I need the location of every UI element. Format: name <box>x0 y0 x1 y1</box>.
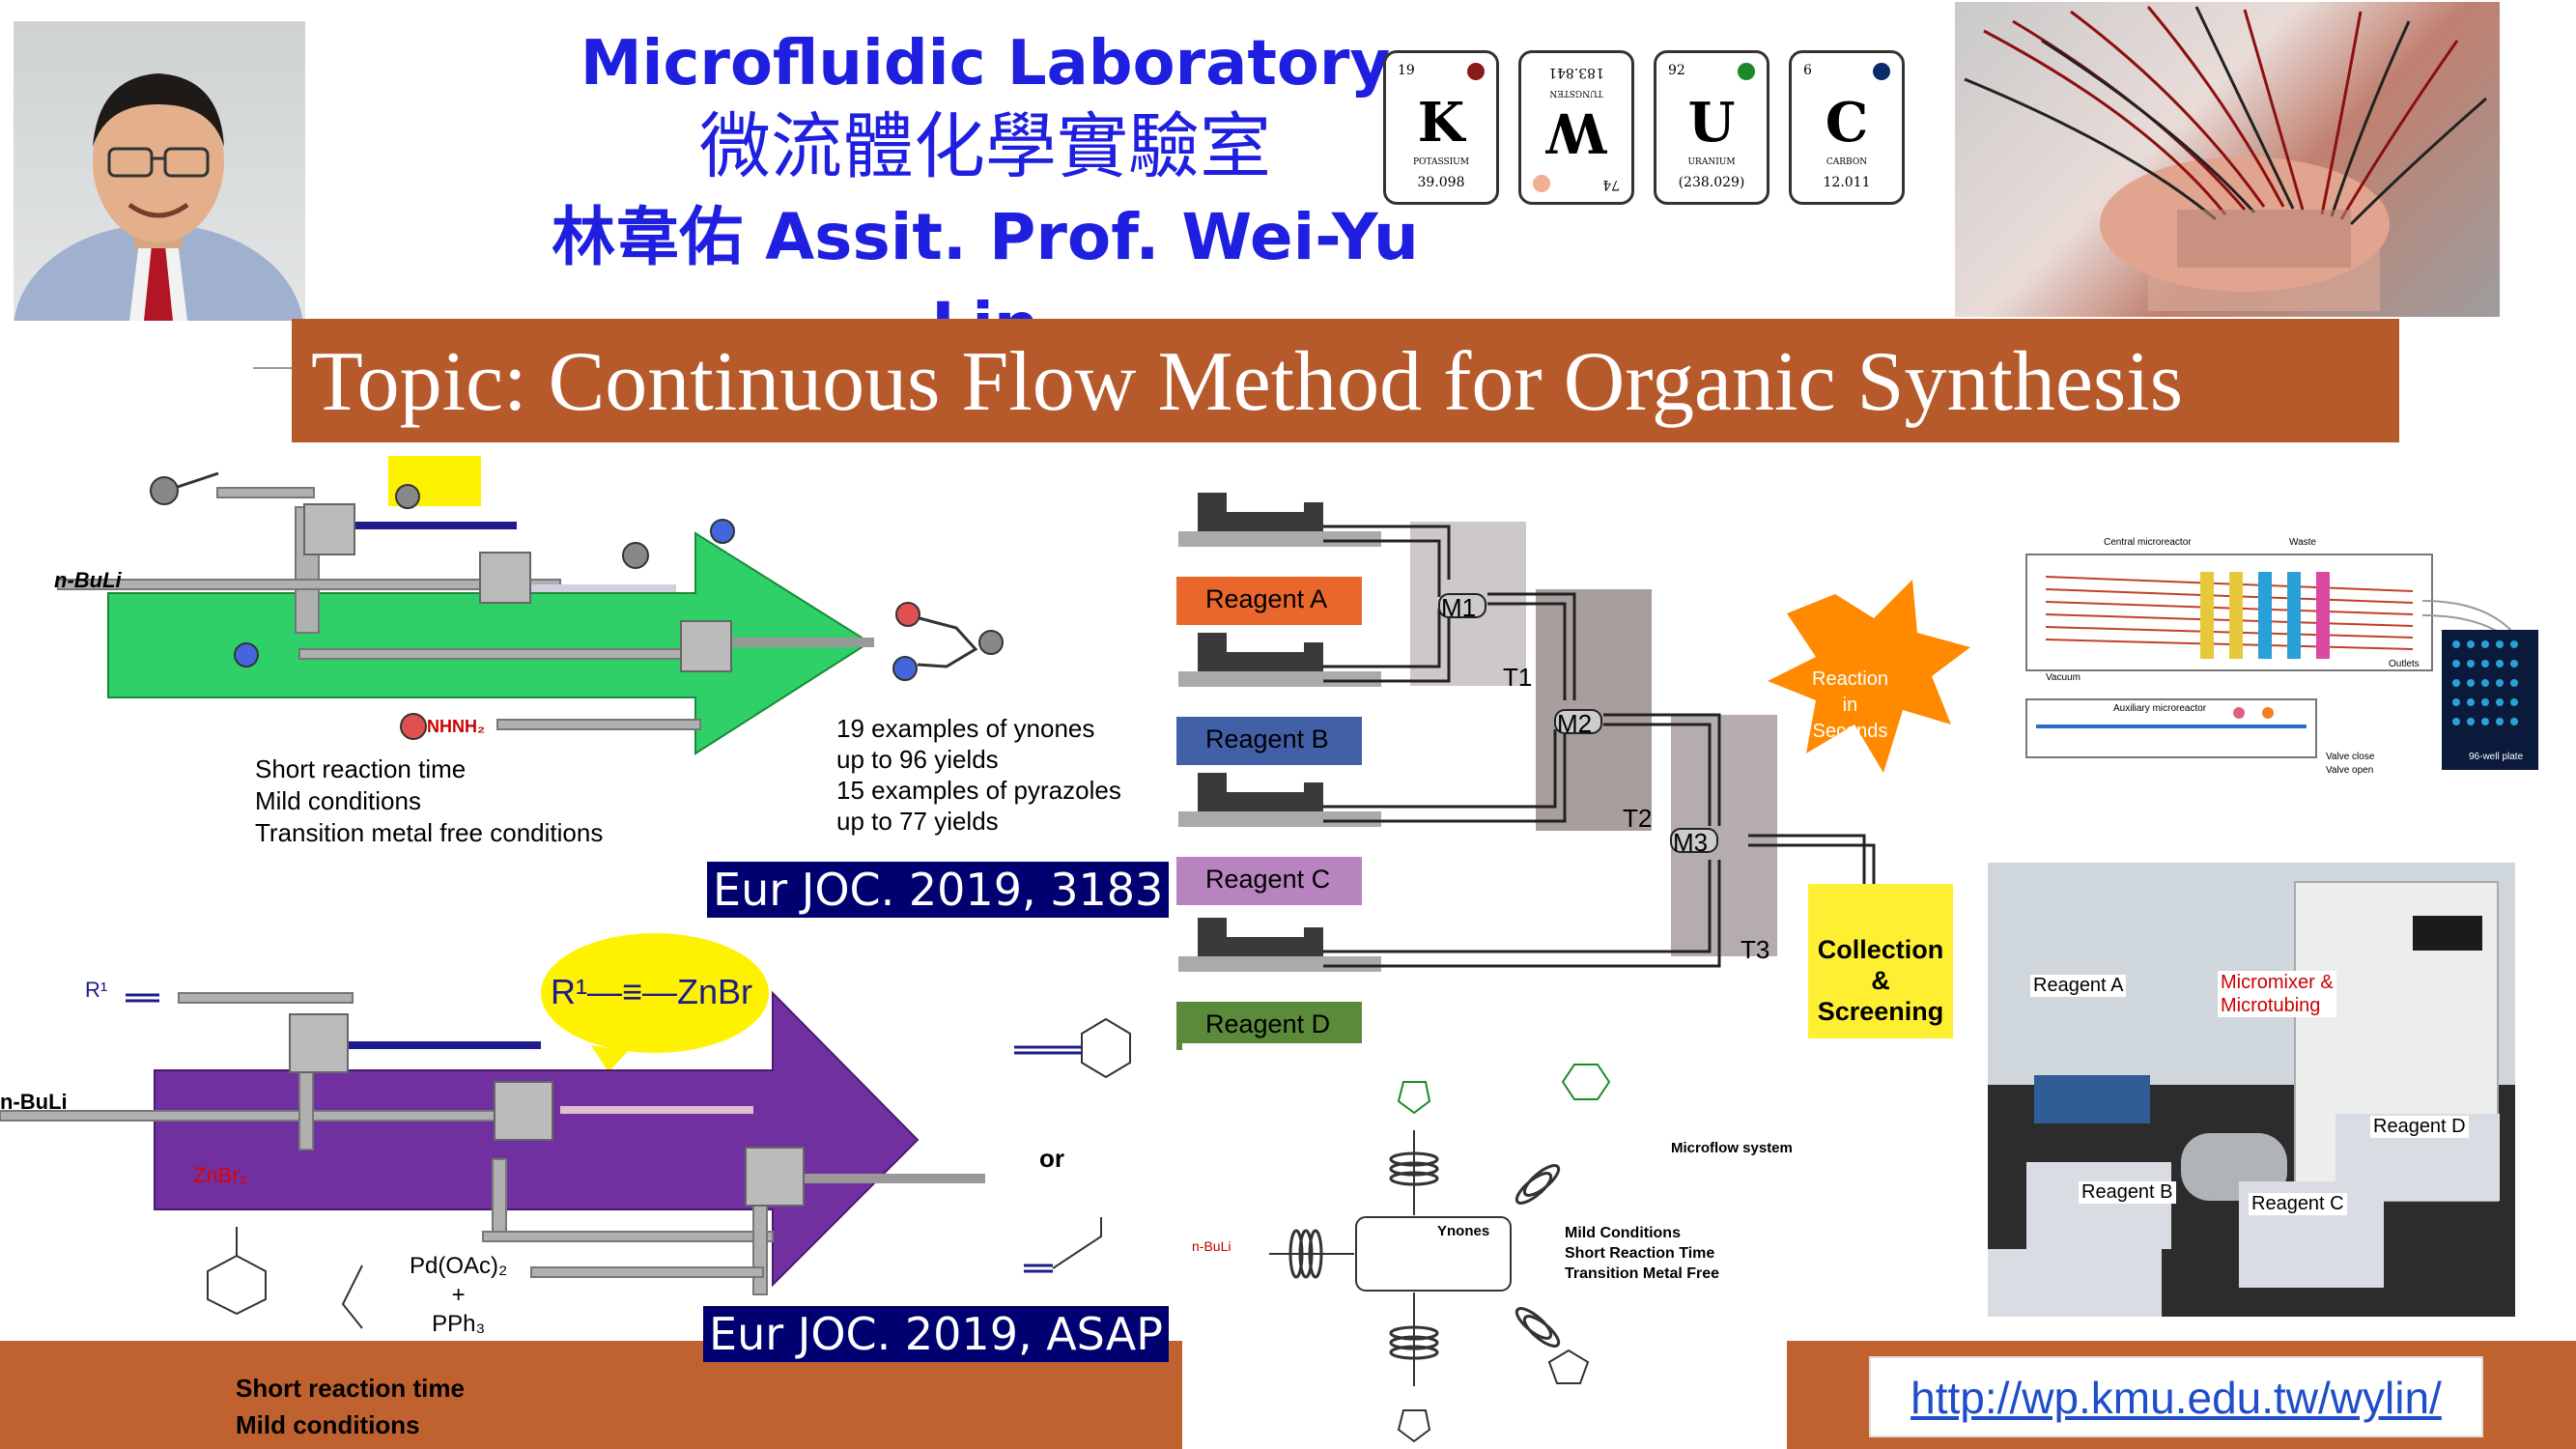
lab-website-link[interactable]: http://wp.kmu.edu.tw/wylin/ <box>1869 1356 2483 1437</box>
journal-badge: Eur JOC. 2019, ASAP <box>703 1306 1169 1362</box>
mixer-2-label: M2 <box>1557 709 1593 738</box>
microreactor-schematic: Central microreactor Waste Vacuum Auxili… <box>2007 533 2556 781</box>
flow-setup-diagram <box>1178 493 1970 972</box>
element-tile-u: 92 U URANIUM (238.029) <box>1654 50 1769 205</box>
lab-title-en: Microfluidic Laboratory <box>580 28 1391 99</box>
starburst-label: Reaction in Seconds <box>1812 668 1888 742</box>
or-label: or <box>1039 1144 1064 1173</box>
hydrazine-label: NHNH₂ <box>427 717 485 736</box>
conditions-list-bottom-overlay: Short reaction time Mild conditions <box>236 1374 465 1439</box>
tube-1-label: T1 <box>1503 663 1533 692</box>
tube-3-label: T3 <box>1741 935 1770 964</box>
tube-2-label: T2 <box>1623 804 1653 833</box>
journal-badge: Eur JOC. 2019, 3183 <box>707 862 1170 918</box>
reagent-label: n-BuLi <box>0 1090 68 1114</box>
reagent-d-label: Reagent D <box>1176 1002 1362 1050</box>
results-list: 19 examples of ynones up to 96 yields 15… <box>836 714 1121 836</box>
dot-icon <box>1533 175 1550 192</box>
dot-icon <box>1873 63 1890 80</box>
reaction-scheme-small: Ynones Microflow system Mild Conditions … <box>1182 1043 1793 1449</box>
reagent-b-label: Reagent B <box>1176 717 1362 765</box>
mixer-1-label: M1 <box>1441 593 1477 622</box>
topic-title: Topic: Continuous Flow Method for Organi… <box>311 335 2183 429</box>
lab-equipment-photo: Reagent A Micromixer & Microtubing Reage… <box>1988 863 2515 1317</box>
organozinc-bubble: R¹—≡—ZnBr <box>551 972 753 1011</box>
reagent-c-label: Reagent C <box>1176 857 1362 905</box>
topic-bar <box>292 319 2399 442</box>
conditions-list: Short reaction time Mild conditions Tran… <box>255 754 604 847</box>
divider <box>253 367 292 369</box>
element-tile-c: 6 C CARBON 12.011 <box>1789 50 1905 205</box>
element-tile-k: 19 K POTASSIUM 39.098 <box>1383 50 1499 205</box>
catalyst-label: Pd(OAc)₂ + PPh₃ <box>410 1253 508 1337</box>
dot-icon <box>1467 63 1485 80</box>
znbr-label: ZnBr₂ <box>193 1163 248 1187</box>
portrait-photo <box>14 21 305 321</box>
collection-box: Collection & Screening <box>1808 884 1953 1038</box>
reagent-label: n-BuLi <box>54 568 122 592</box>
dot-icon <box>1738 63 1755 80</box>
microchip-photo <box>1955 2 2500 317</box>
flow-scheme-znbr <box>0 933 1131 1329</box>
lab-title-zh: 微流體化學實驗室 <box>699 105 1271 188</box>
mixer-3-label: M3 <box>1673 828 1709 857</box>
alkyne-label: R¹ <box>85 978 108 1002</box>
flow-scheme-ynones <box>57 456 1004 755</box>
reagent-a-label: Reagent A <box>1176 577 1362 625</box>
element-tile-w: 74 W TUNGSTEN 183.841 <box>1518 50 1634 205</box>
